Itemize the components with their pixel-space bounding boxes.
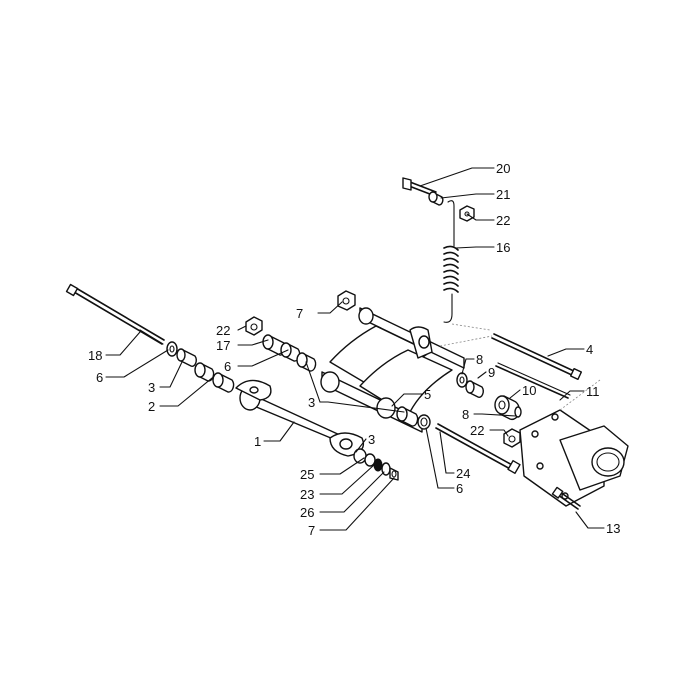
bolt-part-4: [439, 333, 583, 381]
callout-6-low: 6: [456, 481, 463, 496]
spacer-part-21: [428, 191, 444, 206]
spring-part-16: [443, 200, 491, 331]
end-parts-stack: [353, 448, 399, 481]
callout-26: 26: [300, 505, 314, 520]
callout-25: 25: [300, 467, 314, 482]
callout-22-left: 22: [216, 323, 230, 338]
callout-8-upper: 8: [476, 352, 483, 367]
callout-23: 23: [300, 487, 314, 502]
callout-4: 4: [586, 342, 593, 357]
callout-16: 16: [496, 240, 510, 255]
washer-part-6-left: [166, 341, 178, 357]
callout-6-left: 6: [96, 370, 103, 385]
link-frame-part-5: [320, 307, 465, 433]
callout-11: 11: [586, 384, 600, 399]
nut-part-7-low: [389, 467, 399, 481]
bushing-part-2: [194, 362, 235, 393]
long-bolt-part-18: [65, 283, 165, 345]
callout-7-top: 7: [296, 306, 303, 321]
callout-10: 10: [522, 383, 536, 398]
callout-20: 20: [496, 161, 510, 176]
callout-18: 18: [88, 348, 102, 363]
callout-9: 9: [488, 365, 495, 380]
callout-labels: 20 21 22 16 7 22 17 6 18 6 3 2 1 3 3 25 …: [88, 161, 620, 538]
callout-2: 2: [148, 399, 155, 414]
callout-13: 13: [606, 521, 620, 536]
callout-3-left: 3: [148, 380, 155, 395]
rod-part-11: [495, 362, 571, 399]
nut-part-22-right: [503, 428, 521, 448]
spacer-part-8-upper: [456, 372, 468, 388]
callout-8-lower: 8: [462, 407, 469, 422]
callout-7-low: 7: [308, 523, 315, 538]
spacer-part-3-left: [176, 348, 197, 367]
callout-1: 1: [254, 434, 261, 449]
ring-part-23: [373, 458, 383, 472]
callout-3-end: 3: [368, 432, 375, 447]
spacer-part-6-mid: [280, 342, 317, 372]
callout-24: 24: [456, 466, 470, 481]
long-bolt-part-24: [435, 423, 521, 475]
callout-22-top: 22: [496, 213, 510, 228]
callout-6-mid: 6: [224, 359, 231, 374]
callout-17: 17: [216, 338, 230, 353]
callout-3-mid: 3: [308, 395, 315, 410]
callout-22-right: 22: [470, 423, 484, 438]
bolt-part-13: [551, 486, 581, 510]
callout-5: 5: [424, 387, 431, 402]
nut-part-22-left: [245, 316, 263, 336]
callout-21: 21: [496, 187, 510, 202]
leader-lines: [105, 167, 605, 531]
washer-part-25: [364, 453, 376, 467]
spacer-part-9: [465, 380, 484, 398]
spacer-part-3-lower: [396, 406, 431, 430]
housing-flange: [519, 379, 629, 507]
washer-part-8-lower: [514, 406, 522, 418]
nut-part-7-top: [337, 290, 356, 311]
